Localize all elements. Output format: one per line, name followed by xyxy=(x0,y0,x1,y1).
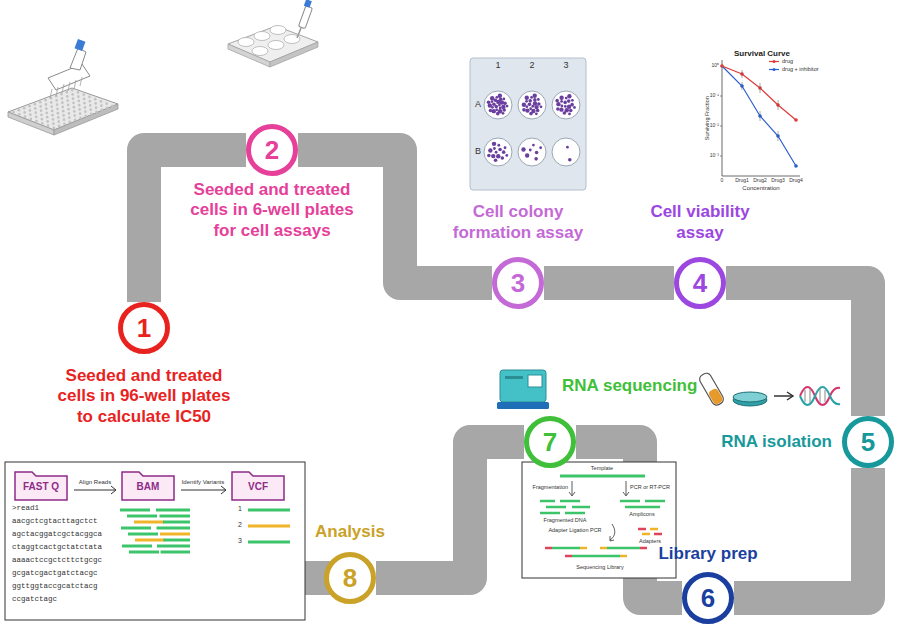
step-circle: 6Library prep xyxy=(682,572,734,624)
step-number: 7 xyxy=(529,421,571,463)
tick-label: 0 xyxy=(721,178,724,184)
legend-text: drug + inhibitor xyxy=(782,66,819,73)
colony-plate xyxy=(470,58,586,190)
figure-label: Adapters xyxy=(639,538,661,544)
sequence-text: ggttggtaccgcatctacg xyxy=(12,582,98,591)
step-number: 3 xyxy=(497,262,539,304)
well-column-label: 3 xyxy=(563,60,568,70)
legend-line xyxy=(768,58,780,65)
library-prep-figure xyxy=(522,462,676,578)
tick-label: Drug1 xyxy=(735,178,749,184)
legend-text: drug xyxy=(782,58,793,65)
road-connector xyxy=(734,468,868,598)
step-label: Align Reads xyxy=(79,479,111,486)
folder-label: VCF xyxy=(248,481,268,493)
tick-label: 10⁻³ xyxy=(710,153,719,159)
tick-label: Drug2 xyxy=(753,178,767,184)
sequence-text: >read1 xyxy=(12,504,39,513)
sequencer-icon xyxy=(497,370,549,409)
pipette xyxy=(297,0,313,38)
variant-number: 1 xyxy=(238,505,242,513)
legend-entry: drug + inhibitor xyxy=(768,66,819,73)
sequence-text: aaaactccgctcttctgcgc xyxy=(12,556,102,565)
road-connector xyxy=(726,283,868,416)
step-circle: 3Cell colony formation assay xyxy=(492,257,544,309)
sequence-text: aacgctcgtacttagctct xyxy=(12,517,98,526)
figure-label: PCR or RT-PCR xyxy=(630,484,670,490)
figure-label: Amplicons xyxy=(629,511,654,517)
step-caption: RNA isolation xyxy=(721,432,832,452)
tick-label: Drug3 xyxy=(771,178,785,184)
sequence-text: agctacggatcgctacggca xyxy=(12,530,102,539)
folder-label: BAM xyxy=(137,481,160,493)
tick-label: 10⁻² xyxy=(710,123,719,129)
step-circle: 1Seeded and treated cells in 96-well pla… xyxy=(118,302,170,354)
legend-line xyxy=(768,66,780,73)
figure-label: Adapter Ligation PCR xyxy=(548,527,601,533)
sequence-text: ccgatctagc xyxy=(12,595,57,604)
step-number: 6 xyxy=(687,577,729,619)
legend-entry: drug xyxy=(768,58,793,65)
step-number: 1 xyxy=(123,307,165,349)
step-caption: Cell colony formation assay xyxy=(438,202,598,243)
chart-title: Survival Curve xyxy=(734,49,790,58)
axis-title: Concentration xyxy=(742,185,779,192)
sequence-text: ctaggtcactgctatctata xyxy=(12,543,102,552)
survival-chart xyxy=(720,60,800,176)
well-column-label: 2 xyxy=(529,60,534,70)
variant-number: 3 xyxy=(238,537,242,545)
step-number: 8 xyxy=(329,557,371,599)
step-caption: Cell viability assay xyxy=(630,202,770,243)
tick-label: 10⁰ xyxy=(711,63,719,69)
tick-label: Drug4 xyxy=(789,178,803,184)
step-caption: Analysis xyxy=(315,522,385,542)
road-connector xyxy=(376,442,524,578)
folder-label: FAST Q xyxy=(23,481,59,493)
road-connector xyxy=(544,266,674,300)
well-row-label: A xyxy=(475,99,481,109)
figure-label: Template xyxy=(591,465,613,471)
step-number: 4 xyxy=(679,262,721,304)
sequence-text: gcgatcgactgatctacgc xyxy=(12,569,98,578)
step-label: Identify Variants xyxy=(182,479,225,486)
figure-label: Fragmented DNA xyxy=(544,517,587,523)
step-caption: Library prep xyxy=(658,544,757,564)
step-circle: 8Analysis xyxy=(324,552,376,604)
analysis-figure xyxy=(5,462,305,620)
multichannel-pipette xyxy=(48,39,90,98)
well-column-label: 1 xyxy=(495,60,500,70)
step-circle: 5RNA isolation xyxy=(842,416,894,468)
step-number: 5 xyxy=(847,421,889,463)
step-circle: 2Seeded and treated cells in 6-well plat… xyxy=(246,124,298,176)
step-number: 2 xyxy=(251,129,293,171)
figure-label: Fragmentation xyxy=(533,484,568,490)
figure-label: Sequencing Library xyxy=(576,564,623,570)
step-caption: Seeded and treated cells in 96-well plat… xyxy=(54,366,234,427)
well-plate-6 xyxy=(228,0,318,67)
step-caption: RNA sequencing xyxy=(562,376,697,396)
step-caption: Seeded and treated cells in 6-well plate… xyxy=(185,180,360,241)
rna-isolation-icons xyxy=(698,371,840,406)
step-circle: 4Cell viability assay xyxy=(674,257,726,309)
tick-label: 10⁻¹ xyxy=(710,93,719,99)
step-circle: 7RNA sequencing xyxy=(524,416,576,468)
well-plate-96 xyxy=(8,88,118,135)
well-row-label: B xyxy=(475,146,481,156)
variant-number: 2 xyxy=(238,521,242,529)
axis-title: Surviving Fraction xyxy=(704,96,710,140)
